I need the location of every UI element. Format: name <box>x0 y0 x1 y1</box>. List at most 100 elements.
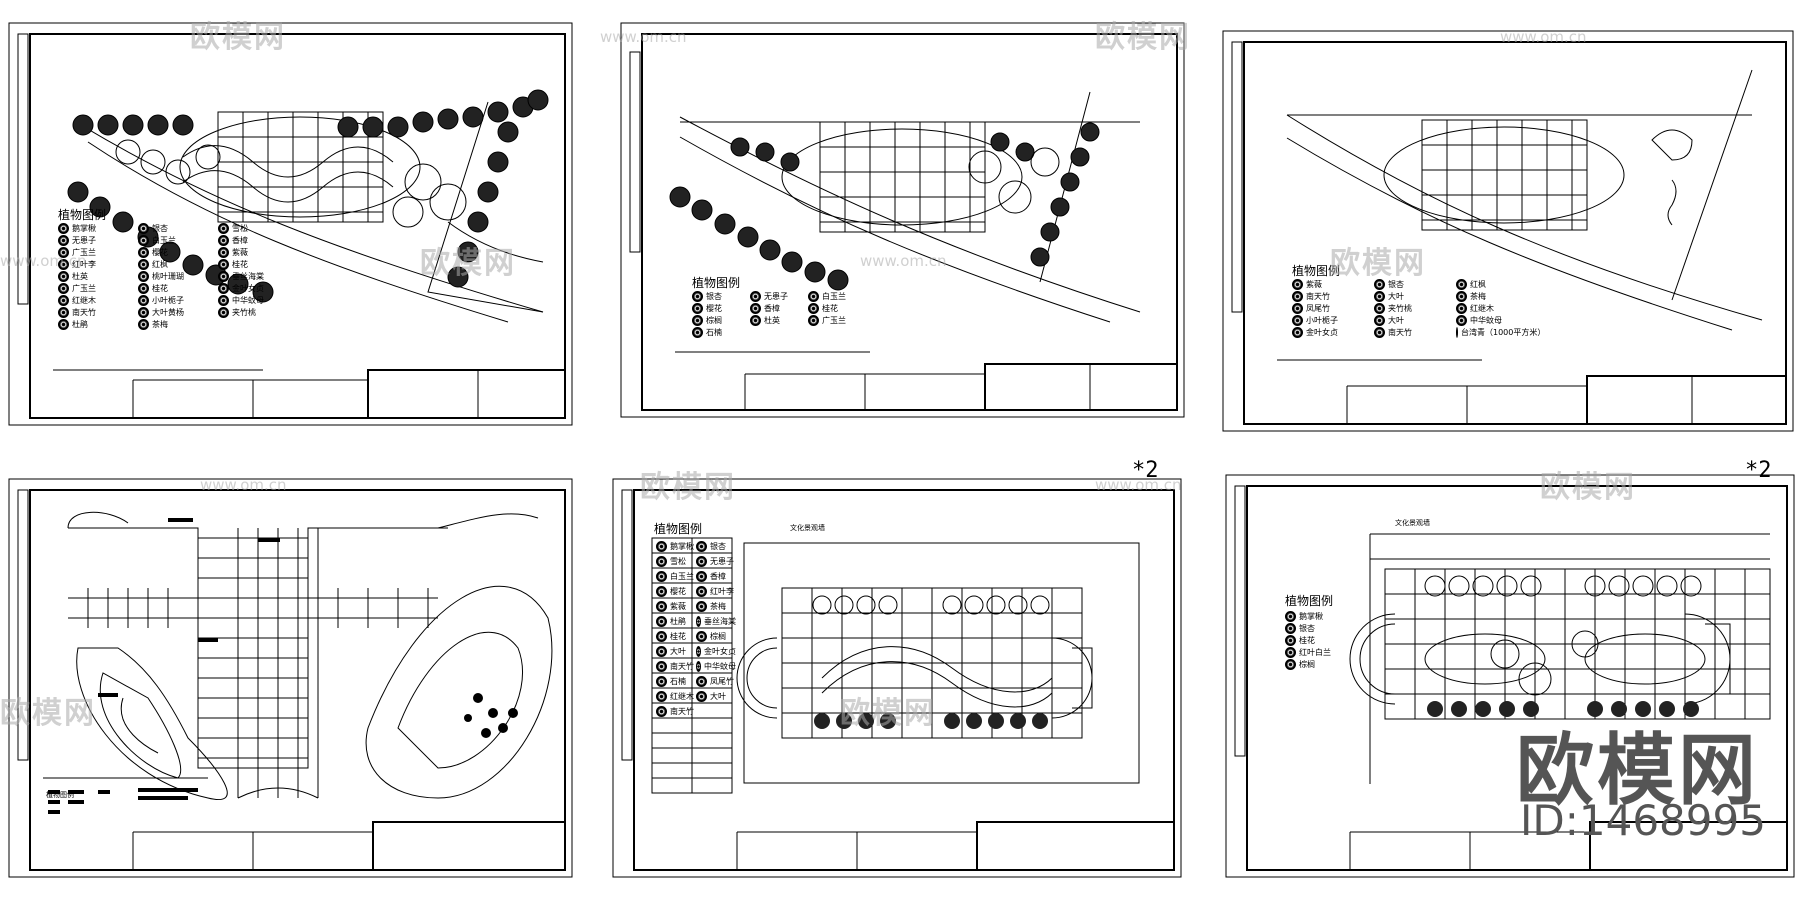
plant-legend: 鹅掌楸银杏桂花红叶白兰棕榈 <box>1285 610 1385 670</box>
brand-logo: 欧模网 <box>1516 726 1760 816</box>
tree-symbol-icon <box>138 282 149 294</box>
tree-symbol-icon <box>1456 314 1467 326</box>
legend-item-label: 南天竹 <box>72 307 96 317</box>
tree-symbol-icon <box>1374 314 1385 326</box>
legend-item-label: 紫薇 <box>1306 279 1322 289</box>
legend-item: 香樟 <box>218 234 298 246</box>
legend-item: 银杏 <box>1285 622 1385 634</box>
legend-item-label: 白玉兰 <box>822 291 846 301</box>
legend-item-label: 雪松 <box>670 556 686 566</box>
tree-symbol-icon <box>656 630 667 642</box>
legend-item: 凤尾竹 <box>696 675 736 687</box>
legend-title: 植物图例 <box>46 791 74 799</box>
drawing-sheet-1: 植物图例 鹅掌楸银杏雪松无患子白玉兰香樟广玉兰樱花紫薇红叶李红枫桂花杜英桃叶珊瑚… <box>8 22 573 426</box>
legend-item: 香樟 <box>696 570 736 582</box>
legend-item: 紫薇 <box>218 246 298 258</box>
legend-item: 棕榈 <box>1285 658 1385 670</box>
legend-item: 桂花 <box>656 630 696 642</box>
legend-item: 台湾青（1000平方米） <box>1456 326 1545 338</box>
legend-item-label: 杜鹃 <box>72 319 88 329</box>
legend-item-label: 红叶李 <box>72 259 96 269</box>
legend-item: 垂丝海棠 <box>696 615 736 627</box>
legend-item-label: 中华蚊母 <box>704 661 736 671</box>
legend-title: 植物图例 <box>692 276 741 290</box>
tree-symbol-icon <box>138 270 149 282</box>
legend-item: 桂花 <box>808 302 866 314</box>
tree-symbol-icon <box>218 270 229 282</box>
tree-symbol-icon <box>218 222 229 234</box>
watermark-logo: 欧模网 <box>1540 470 1636 505</box>
plant-legend: 鹅掌楸银杏雪松无患子白玉兰香樟樱花红叶李紫薇茶梅杜鹃垂丝海棠桂花棕榈大叶金叶女贞… <box>656 540 736 717</box>
tree-symbol-icon <box>58 282 69 294</box>
tree-symbol-icon <box>656 705 667 717</box>
legend-item-label: 桂花 <box>822 303 838 313</box>
legend-item-label: 凤尾竹 <box>710 676 734 686</box>
legend-item-label: 白玉兰 <box>670 571 694 581</box>
legend-item: 紫薇 <box>1292 278 1374 290</box>
legend-item-label: 南天竹 <box>1388 327 1412 337</box>
legend-item: 垂丝海棠 <box>218 270 298 282</box>
legend-item-label: 杜鹃 <box>670 616 686 626</box>
legend-item: 无患子 <box>696 555 736 567</box>
legend-item-label: 中华蚊母 <box>232 295 264 305</box>
legend-item-label: 南天竹 <box>670 706 694 716</box>
legend-item: 桂花 <box>1285 634 1385 646</box>
tree-symbol-icon <box>656 585 667 597</box>
legend-item: 大叶黄杨 <box>138 306 218 318</box>
tree-symbol-icon <box>1285 622 1296 634</box>
legend-item: 杜鹃 <box>58 318 138 330</box>
legend-item: 杜鹃 <box>656 615 696 627</box>
legend-item: 杜英 <box>750 314 808 326</box>
legend-item-label: 樱花 <box>152 247 168 257</box>
legend-item: 夹竹桃 <box>218 306 298 318</box>
tree-symbol-icon <box>1374 302 1385 314</box>
tree-symbol-icon <box>692 326 703 338</box>
legend-item: 金叶女贞 <box>1292 326 1374 338</box>
legend-item: 杜英 <box>58 270 138 282</box>
tree-symbol-icon <box>1292 302 1303 314</box>
tree-symbol-icon <box>696 615 701 627</box>
drawing-sheet-6: 植物图例 鹅掌楸银杏桂花红叶白兰棕榈 文化景观墙 *2 <box>1225 458 1795 878</box>
legend-item-label: 小叶栀子 <box>1306 315 1338 325</box>
legend-item-label: 广玉兰 <box>822 315 846 325</box>
tree-symbol-icon <box>58 306 69 318</box>
legend-item-label: 大叶 <box>710 691 726 701</box>
legend-item: 红叶白兰 <box>1285 646 1385 658</box>
legend-item: 红叶李 <box>58 258 138 270</box>
tree-symbol-icon <box>808 290 819 302</box>
plant-legend: 银杏无患子白玉兰樱花香樟桂花棕榈杜英广玉兰石楠 <box>692 290 872 338</box>
tree-symbol-icon <box>1456 326 1458 338</box>
watermark-url: www.om.cn <box>200 476 287 494</box>
legend-item: 银杏 <box>696 540 736 552</box>
legend-item-label: 白玉兰 <box>152 235 176 245</box>
legend-item-label: 香樟 <box>232 235 248 245</box>
tree-symbol-icon <box>696 690 707 702</box>
tree-symbol-icon <box>218 246 229 258</box>
legend-item: 白玉兰 <box>138 234 218 246</box>
legend-item-label: 红继木 <box>72 295 96 305</box>
tree-symbol-icon <box>1456 278 1467 290</box>
legend-item: 樱花 <box>692 302 750 314</box>
watermark-url: www.om.cn <box>1095 476 1182 494</box>
tree-symbol-icon <box>58 234 69 246</box>
legend-item: 石楠 <box>692 326 750 338</box>
legend-item-label: 紫薇 <box>232 247 248 257</box>
legend-item: 白玉兰 <box>656 570 696 582</box>
legend-item-label: 中华蚊母 <box>1470 315 1502 325</box>
tree-symbol-icon <box>696 585 707 597</box>
tree-symbol-icon <box>1285 646 1296 658</box>
tree-symbol-icon <box>696 555 707 567</box>
tree-symbol-icon <box>1292 314 1303 326</box>
legend-item: 广玉兰 <box>58 246 138 258</box>
tree-symbol-icon <box>692 290 703 302</box>
legend-item: 银杏 <box>1374 278 1456 290</box>
legend-item-label: 石楠 <box>670 676 686 686</box>
tree-symbol-icon <box>58 294 69 306</box>
site-plan-4 <box>8 478 573 878</box>
legend-item: 无患子 <box>750 290 808 302</box>
legend-item-label: 雪松 <box>232 223 248 233</box>
legend-title: 植物图例 <box>58 208 107 222</box>
plant-legend: 鹅掌楸银杏雪松无患子白玉兰香樟广玉兰樱花紫薇红叶李红枫桂花杜英桃叶珊瑚垂丝海棠广… <box>58 222 298 330</box>
tree-symbol-icon <box>138 258 149 270</box>
site-plan-6 <box>1225 474 1795 878</box>
